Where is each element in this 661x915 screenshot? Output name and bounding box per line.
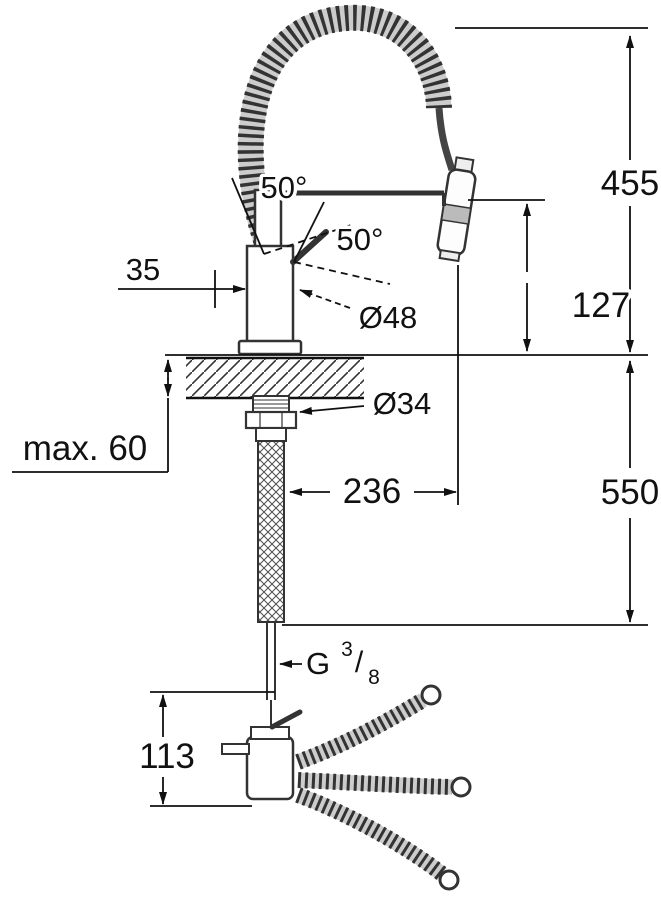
supply-hose-braided bbox=[257, 440, 285, 735]
bottom-view-spout bbox=[221, 743, 250, 755]
label-base-113: 113 bbox=[139, 737, 195, 776]
label-thread-den: 8 bbox=[368, 666, 380, 689]
fanned-spring-hoses bbox=[295, 684, 472, 891]
label-angle-lower: 50° bbox=[337, 222, 384, 257]
label-angle-upper: 50° bbox=[261, 170, 308, 205]
label-thread-slash: / bbox=[355, 646, 364, 679]
label-dia-hole: Ø34 bbox=[373, 386, 432, 421]
faucet-body bbox=[237, 188, 303, 356]
bottom-view bbox=[221, 684, 472, 891]
label-hose-550: 550 bbox=[601, 473, 659, 512]
dock-arm bbox=[281, 190, 446, 206]
hose-to-spray-head bbox=[435, 107, 456, 172]
bottom-view-cap bbox=[250, 726, 290, 740]
bottom-view-body bbox=[245, 735, 295, 801]
leader-dia48 bbox=[299, 289, 351, 309]
spring-hose-coil bbox=[237, 5, 452, 245]
leader-dia34 bbox=[299, 405, 365, 415]
lever-handle bbox=[231, 177, 391, 285]
label-projection-236: 236 bbox=[343, 472, 401, 511]
dimension-lines bbox=[12, 27, 648, 807]
bottom-view-lever bbox=[269, 709, 303, 730]
label-offset-35: 35 bbox=[126, 252, 160, 287]
label-spout-127: 127 bbox=[572, 286, 630, 325]
label-height-455: 455 bbox=[601, 164, 659, 203]
label-max-thickness: max. 60 bbox=[23, 429, 148, 468]
countertop bbox=[186, 356, 364, 400]
mounting-shank bbox=[244, 395, 298, 442]
label-dia-body: Ø48 bbox=[359, 300, 418, 335]
spray-head bbox=[436, 156, 477, 263]
label-thread-g: G bbox=[306, 646, 330, 681]
label-thread-num: 3 bbox=[341, 638, 353, 661]
